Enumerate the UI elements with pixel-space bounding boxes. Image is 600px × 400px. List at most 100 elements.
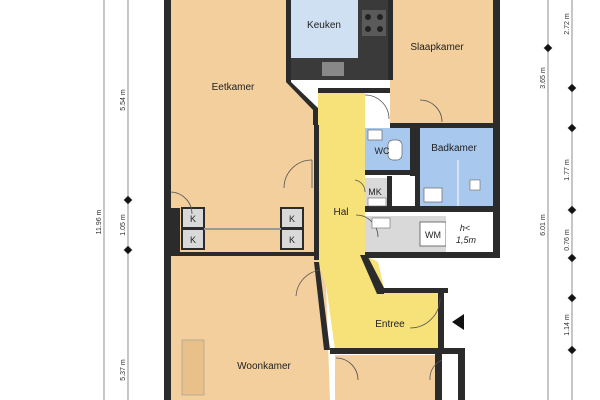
wall-keuken-left: [286, 0, 291, 82]
shower-drain: [469, 179, 481, 191]
bath-sink: [423, 187, 443, 203]
burner: [365, 26, 371, 32]
dim-marker: [567, 293, 577, 303]
dim-marker: [123, 245, 133, 255]
door-swing: [409, 297, 441, 329]
wall-livingroom-split: [171, 252, 319, 256]
dimensions-left: [103, 0, 133, 400]
entrance-arrow-icon: [452, 314, 464, 330]
wall-wc-bottom: [365, 170, 415, 175]
wall-slaap-bottom: [390, 123, 500, 128]
room-label-badkamer: Badkamer: [431, 143, 477, 154]
room-label-mk: MK: [368, 187, 382, 197]
room-label-hal: Hal: [333, 207, 348, 218]
storage-box: [280, 228, 304, 250]
dim-right-4: 6.01 m: [540, 214, 547, 236]
wall-entree-left-diag: [360, 255, 384, 294]
wall-top-right: [493, 0, 500, 210]
wall-diagonal: [286, 82, 318, 125]
room-fills: [170, 0, 493, 400]
wall-lower-right-2: [458, 350, 465, 400]
storage-label: K: [289, 235, 295, 245]
room-label-keuken: Keuken: [307, 20, 341, 31]
storage-label: K: [190, 235, 196, 245]
wall-wc-right: [410, 128, 415, 176]
door-swing: [429, 359, 443, 381]
wall-lower-right: [435, 350, 442, 400]
burner: [365, 14, 371, 20]
dim-marker: [567, 205, 577, 215]
door-swing: [354, 179, 366, 193]
dim-marker: [543, 43, 553, 53]
wall-hal-lower-left: [314, 262, 330, 350]
wall-bad-left: [415, 128, 420, 212]
dim-left-1: 5.54 m: [120, 89, 127, 111]
wall-entree-top: [378, 288, 448, 293]
wall-entree-bottom: [330, 348, 465, 354]
room-label-entree: Entree: [375, 319, 405, 330]
wm-sink: [371, 217, 391, 229]
dim-left-2: 1.05 m: [120, 214, 127, 236]
wall-mk-right: [387, 176, 392, 210]
wall-wm-bottom: [365, 252, 500, 258]
lower-room-floor: [335, 355, 435, 400]
dim-right-3: 1.77 m: [564, 159, 571, 181]
room-label-wc: WC: [375, 146, 390, 156]
wall-bad-bottom: [365, 206, 500, 212]
door-swing: [355, 214, 379, 238]
slaapkamer-floor: [390, 0, 493, 125]
wall-hal-top: [318, 88, 390, 93]
dim-marker: [567, 253, 577, 263]
door-swing: [283, 159, 313, 189]
dim-left-3: 5.37 m: [120, 359, 127, 381]
wall-entree-right: [438, 288, 444, 350]
storage-label: K: [289, 214, 295, 224]
storage-closets: K K K K: [181, 207, 304, 250]
door-swing: [169, 191, 193, 215]
door-swing: [364, 94, 390, 120]
door-swing: [295, 269, 321, 297]
wall-tiny: [170, 208, 180, 254]
room-label-slaapkamer: Slaapkamer: [410, 42, 464, 53]
room-label-wm: WM: [425, 230, 441, 240]
walls: [164, 0, 500, 400]
storage-box: [181, 228, 205, 250]
dim-marker: [567, 345, 577, 355]
room-label-eetkamer: Eetkamer: [212, 82, 255, 93]
dim-total: 11.96 m: [96, 209, 103, 234]
chair: [181, 339, 205, 396]
h-low-area: [446, 216, 493, 252]
stove: [362, 10, 386, 36]
dim-right-1: 2.72 m: [564, 13, 571, 35]
dim-right-5: 0.76 m: [564, 229, 571, 251]
fixtures: [181, 129, 481, 396]
dim-right-2: 3.65 m: [540, 67, 547, 89]
toilet: [387, 139, 403, 161]
room-label-woonkamer: Woonkamer: [237, 361, 291, 372]
wall-hal-left: [314, 125, 319, 260]
outer-wall-left: [164, 0, 171, 400]
wm-box: [419, 221, 447, 247]
door-swing: [419, 99, 443, 123]
wall-keuken-slaap: [388, 0, 393, 80]
hal-floor: [318, 92, 440, 350]
wc-basin: [367, 129, 383, 141]
storage-label: K: [190, 214, 196, 224]
dim-right-6: 1.14 m: [564, 314, 571, 336]
dim-marker: [123, 195, 133, 205]
dimensions-right: [543, 0, 577, 400]
wall-wm-right: [493, 210, 500, 258]
doors: [169, 94, 443, 381]
burner: [377, 26, 383, 32]
sink: [322, 62, 344, 76]
burner: [377, 14, 383, 20]
door-swing: [335, 357, 359, 381]
mk-unit: [367, 197, 387, 207]
room-labels: Keuken Slaapkamer Eetkamer WC Badkamer M…: [212, 20, 478, 372]
dim-marker: [567, 83, 577, 93]
height-note-2: 1,5m: [456, 235, 477, 245]
height-note-1: h<: [460, 223, 470, 233]
eetkamer-floor: [170, 0, 330, 400]
dim-marker: [567, 123, 577, 133]
